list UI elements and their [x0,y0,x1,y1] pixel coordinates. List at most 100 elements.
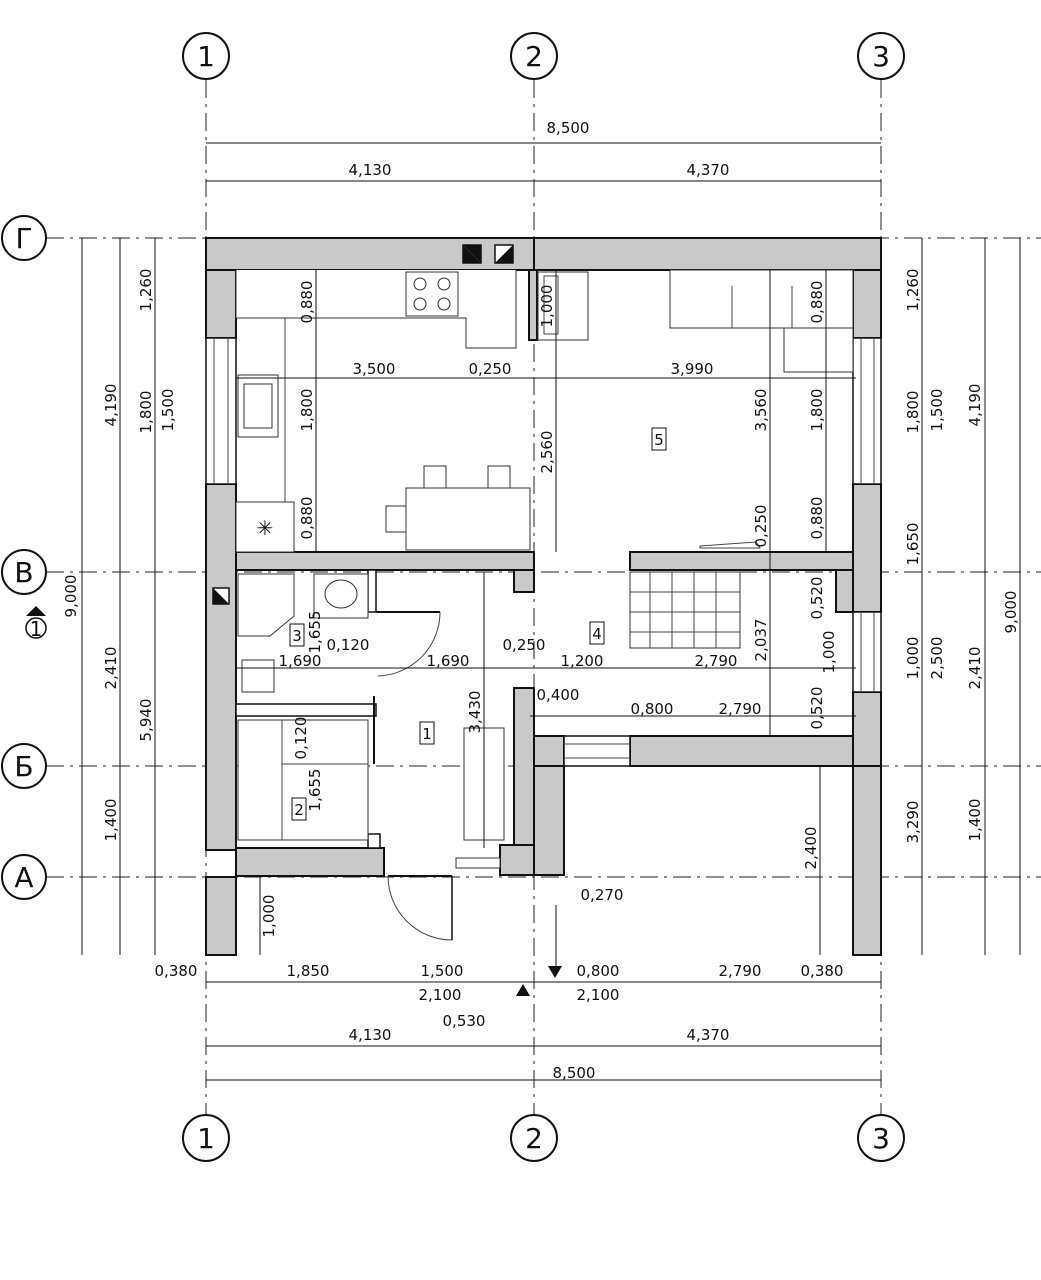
dim-inner: 0,250 [503,636,546,654]
dim-left-1400: 1,400 [102,799,120,842]
dim-bottom-0380-left: 0,380 [155,962,198,980]
dim-bottom-2100-right: 2,100 [577,986,620,1004]
room-number: 1 [422,725,432,743]
dining-table [385,465,531,551]
dim-inner: 0,880 [298,497,316,540]
axis-bubble-2-bottom: 2 [510,1114,558,1162]
dim-inner: 0,880 [808,497,826,540]
dim-top-left: 4,130 [349,161,392,179]
kitchen-counter: ✳ [235,270,517,553]
axis-label: 1 [197,40,215,73]
dim-bottom-1500: 1,500 [421,962,464,980]
dim-top-overall: 8,500 [547,119,590,137]
dim-bottom-right: 4,370 [687,1026,730,1044]
dim-inner: 3,500 [353,360,396,378]
dim-right-1400: 1,400 [966,799,984,842]
dim-bottom-0380-right: 0,380 [801,962,844,980]
dim-inner: 0,120 [292,717,310,760]
dim-inner: 1,000 [538,285,556,328]
dim-inner: 2,790 [719,700,762,718]
dim-top-right: 4,370 [687,161,730,179]
axis-bubble-2-top: 2 [510,32,558,80]
dim-inner: 3,430 [466,691,484,734]
arrow-down-icon [548,966,562,978]
axis-label: 3 [872,1122,890,1155]
axis-bubble-G: Г [1,215,47,261]
dim-inner: 1,655 [306,769,324,812]
dim-bottom-0800: 0,800 [577,962,620,980]
axis-bubble-3-top: 3 [857,32,905,80]
dim-right-1650: 1,650 [904,523,922,566]
staircase [629,541,761,649]
axis-bubble-B: Б [1,743,47,789]
dim-inner: 1,690 [279,652,322,670]
dim-inner: 1,690 [427,652,470,670]
section-marker: 1 [25,606,47,641]
dim-bottom-left: 4,130 [349,1026,392,1044]
wardrobe [455,727,505,869]
dim-right-2410: 2,410 [966,647,984,690]
axis-bubble-3-bottom: 3 [857,1114,905,1162]
room-labels: 1 2 3 4 5 [289,427,667,821]
axis-label: Г [15,222,32,255]
axis-bubble-V: В [1,549,47,595]
dim-inner: 1,800 [808,389,826,432]
dim-left-4190: 4,190 [102,384,120,427]
dim-inner: 2,037 [752,619,770,662]
dim-right-1800: 1,800 [904,391,922,434]
axis-bubble-1-top: 1 [182,32,230,80]
section-marker-label: 1 [30,617,43,641]
room-number: 2 [294,801,304,819]
dim-bottom-overall: 8,500 [553,1064,596,1082]
dim-inner: 0,800 [631,700,674,718]
dim-right-1500: 1,500 [928,389,946,432]
dim-inner: 3,990 [671,360,714,378]
axis-label: 1 [197,1122,215,1155]
dim-left-2410: 2,410 [102,647,120,690]
dim-inner: 0,270 [581,886,624,904]
dim-right-4190: 4,190 [966,384,984,427]
dim-inner: 1,655 [306,611,324,654]
dim-right-1260: 1,260 [904,269,922,312]
grid-lines [46,80,1041,1115]
sofa [669,269,854,373]
dim-inner: 2,560 [538,431,556,474]
room-number: 3 [292,627,302,645]
room-number: 4 [592,625,602,643]
dim-inner: 2,400 [802,827,820,870]
dim-inner: 1,000 [820,631,838,674]
dim-right-1000: 1,000 [904,637,922,680]
room-number: 5 [654,431,664,449]
axis-label: В [14,556,33,589]
axis-label: 3 [872,40,890,73]
walls [205,237,882,956]
dim-inner: 0,120 [327,636,370,654]
dim-inner: 0,250 [752,505,770,548]
dim-left-1800: 1,800 [137,391,155,434]
dim-inner: 2,790 [695,652,738,670]
axis-label: 2 [525,40,543,73]
dim-inner: 1,200 [561,652,604,670]
dim-bottom-0530: 0,530 [443,1012,486,1030]
dim-bottom-1850: 1,850 [287,962,330,980]
vent-icon [212,244,514,605]
dim-inner: 0,400 [537,686,580,704]
dim-inner: 3,560 [752,389,770,432]
dim-inner: 0,520 [808,687,826,730]
dim-inner: 0,880 [298,281,316,324]
dim-inner: 1,000 [260,895,278,938]
dimension-texts: 8,500 4,130 4,370 0,380 1,850 1,500 0,80… [62,119,1020,1082]
windows [205,337,882,767]
dim-inner: 0,880 [808,281,826,324]
dim-right-2500: 2,500 [928,637,946,680]
dim-bottom-2790: 2,790 [719,962,762,980]
dim-right-3290: 3,290 [904,801,922,844]
svg-text:✳: ✳ [257,516,274,540]
dim-left-5940: 5,940 [137,699,155,742]
dim-right-outer: 9,000 [1002,591,1020,634]
axis-bubble-A: А [1,854,47,900]
dim-inner: 0,250 [469,360,512,378]
axis-label: 2 [525,1122,543,1155]
dim-inner: 1,800 [298,389,316,432]
